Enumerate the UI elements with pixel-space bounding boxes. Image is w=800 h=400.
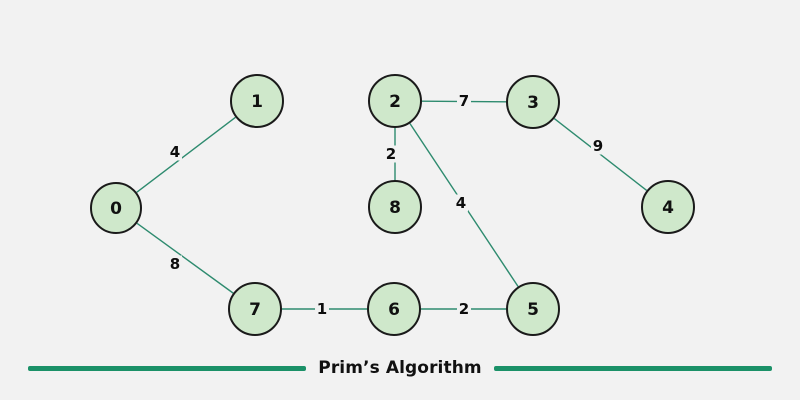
graph-node-label-7: 7 (249, 300, 261, 320)
caption-label: Prim’s Algorithm (318, 358, 482, 378)
caption-rule-right (493, 365, 772, 371)
edge-weight-0-1: 4 (170, 143, 180, 161)
graph-node-circle-6[interactable] (367, 282, 421, 336)
edge-weight-2-3: 7 (459, 92, 469, 110)
graph-node-3[interactable]: 3 (506, 75, 560, 129)
graph-node-1[interactable]: 1 (230, 74, 284, 128)
edge-weight-backdrop (168, 255, 182, 273)
graph-node-label-4: 4 (662, 198, 674, 218)
graph-node-circle-8[interactable] (368, 180, 422, 234)
graph-node-circle-2[interactable] (368, 74, 422, 128)
graph-node-2[interactable]: 2 (368, 74, 422, 128)
graph-node-circle-7[interactable] (228, 282, 282, 336)
edge-weight-backdrop (454, 194, 468, 212)
edge-weight-backdrop (457, 300, 471, 318)
caption-bar: Prim’s Algorithm (0, 355, 800, 381)
graph-node-label-5: 5 (527, 300, 539, 320)
graph-node-5[interactable]: 5 (506, 282, 560, 336)
graph-edge-0-1 (136, 116, 236, 193)
edge-weight-6-5: 2 (459, 300, 469, 318)
edge-weight-0-7: 8 (170, 255, 180, 273)
caption-rule-left (28, 365, 307, 371)
graph-node-label-2: 2 (389, 92, 401, 112)
graph-node-label-8: 8 (389, 198, 401, 218)
graph-node-7[interactable]: 7 (228, 282, 282, 336)
edge-weight-backdrop (591, 137, 605, 155)
graph-node-label-1: 1 (251, 92, 263, 112)
nodes-layer: 0 1 2 3 4 5 6 7 8 (90, 74, 695, 336)
edge-weight-backdrop (457, 92, 471, 110)
graph-node-0[interactable]: 0 (90, 182, 142, 234)
edge-weights-layer: 4 8 7 2 4 9 1 2 (168, 92, 605, 318)
edge-weight-3-4: 9 (593, 137, 603, 155)
graph-edge-0-7 (136, 222, 234, 294)
edge-weight-2-8: 2 (386, 145, 396, 163)
graph-node-circle-1[interactable] (230, 74, 284, 128)
edge-weight-backdrop (384, 145, 398, 163)
edge-weight-backdrop (315, 300, 329, 318)
graph-node-label-6: 6 (388, 300, 400, 320)
graph-node-6[interactable]: 6 (367, 282, 421, 336)
graph-node-8[interactable]: 8 (368, 180, 422, 234)
edge-weight-7-6: 1 (317, 300, 327, 318)
graph-node-circle-4[interactable] (641, 180, 695, 234)
graph-node-circle-3[interactable] (506, 75, 560, 129)
graph-node-circle-0[interactable] (90, 182, 142, 234)
graph-node-4[interactable]: 4 (641, 180, 695, 234)
edge-weight-backdrop (168, 143, 182, 161)
graph-node-label-3: 3 (527, 93, 539, 113)
graph-node-label-0: 0 (110, 199, 122, 219)
graph-node-circle-5[interactable] (506, 282, 560, 336)
edge-weight-2-5: 4 (456, 194, 466, 212)
